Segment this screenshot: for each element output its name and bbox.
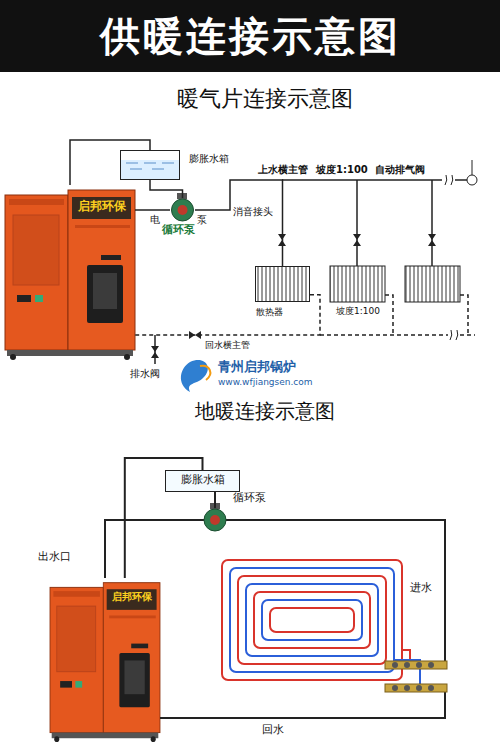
radiator (330, 266, 385, 302)
node-label: 启邦环保 (107, 591, 157, 603)
vent-stem (472, 160, 473, 175)
manifold-valve (404, 662, 410, 668)
node-label: 启邦环保 (72, 200, 131, 214)
expansion-tank: 膨胀水箱 (120, 150, 180, 180)
manifold-bar (385, 684, 447, 692)
boiler: 启邦环保 (5, 185, 135, 360)
pipe-break (445, 175, 453, 185)
boiler-illustration (50, 583, 160, 742)
node-label: 膨胀水箱 (166, 474, 239, 487)
coil-return (230, 568, 394, 672)
return-main (320, 334, 448, 336)
watermark: www.wfjiangsen.com (218, 377, 313, 387)
node-label: 膨胀水箱 (189, 153, 229, 165)
pipe-connector (135, 295, 320, 335)
pump-impeller (178, 205, 188, 215)
node-label: 散热器 (256, 307, 283, 317)
flow-name: 回水 (262, 724, 284, 737)
pipe-break (450, 330, 458, 340)
supply-pipe (135, 209, 170, 211)
pump-body (172, 199, 194, 221)
pump-symbol (204, 503, 226, 531)
supply-main (282, 179, 442, 181)
expansion-tank-water (121, 160, 179, 179)
coil-return (246, 584, 378, 656)
pipe-name: 回水横主管 (205, 340, 250, 350)
coil-supply (254, 592, 370, 648)
auto-vent-valve (467, 175, 477, 185)
pump-motor (210, 503, 220, 509)
riser-pipe (431, 180, 433, 266)
supply-loop (226, 520, 445, 665)
section-heading: 暖气片连接示意图 (150, 86, 380, 111)
pump-symbol (172, 193, 194, 221)
tank-water (121, 160, 179, 179)
circulation-pump: 循环泵 (170, 198, 195, 222)
manifold-valve (404, 685, 410, 691)
pump-motor (177, 193, 187, 199)
pipe-connector (150, 180, 183, 198)
part-name: 自动排气阀 (375, 164, 425, 176)
port-name: 出水口 (38, 551, 71, 564)
watermark: 青州启邦锅炉 (218, 360, 296, 375)
water-line (144, 163, 156, 164)
water-line (152, 169, 164, 170)
pipe-connector (214, 492, 216, 508)
node-label: 循环泵 (162, 224, 195, 237)
manifold-valve (416, 685, 422, 691)
title-text: 供暖连接示意图 (0, 0, 500, 72)
supply-main (455, 179, 467, 181)
manifold-valve (392, 685, 398, 691)
radiator-valve (428, 234, 436, 246)
flow-name: 进水 (410, 582, 432, 595)
coil-supply (270, 608, 354, 632)
pipe-connector (70, 140, 150, 185)
part-name: 消音接头 (233, 206, 273, 218)
drain-valve (151, 346, 159, 358)
section-heading: 地暖连接示意图 (140, 400, 390, 423)
watermark-logo (200, 366, 210, 380)
coil-supply (222, 560, 402, 680)
pump-body (204, 509, 226, 531)
radiator: 散热器 (255, 266, 310, 302)
boiler: 启邦环保 (50, 578, 160, 742)
boiler-illustration (5, 190, 135, 360)
manifold-valve (416, 662, 422, 668)
water-line (130, 169, 142, 170)
manifold-bar (385, 661, 447, 669)
radiator-valve (353, 234, 361, 246)
pipe-connector (195, 180, 283, 266)
circulation-pump: 循环泵 (203, 508, 227, 532)
radiator-valve (278, 234, 286, 246)
radiator-fins (255, 266, 310, 302)
slope-note: 坡度1:100 (336, 306, 380, 316)
pipe-name: 上水横主管 (258, 164, 308, 176)
expansion-tank: 膨胀水箱 (165, 470, 240, 492)
pump-impeller (210, 515, 220, 525)
node-label: 循环泵 (233, 492, 266, 505)
supply-loop (105, 520, 204, 578)
pump-note: 泵 (197, 214, 207, 226)
coil-return (262, 600, 362, 640)
radiator (405, 266, 460, 302)
manifold-valve (428, 662, 434, 668)
part-name: 排水阀 (130, 368, 160, 380)
riser-pipe (356, 180, 358, 266)
water-line (162, 163, 174, 164)
return-valve (189, 331, 201, 339)
slope-note: 坡度1:100 (316, 164, 368, 176)
manifold (385, 661, 447, 692)
coil-supply (238, 576, 386, 664)
title-band: 供暖连接示意图 (0, 0, 500, 72)
water-line (126, 163, 138, 164)
return-pipe (385, 295, 468, 335)
pump-note: 电 (150, 214, 160, 226)
manifold-valve (392, 662, 398, 668)
manifold-valve (428, 685, 434, 691)
return-main (460, 334, 475, 336)
